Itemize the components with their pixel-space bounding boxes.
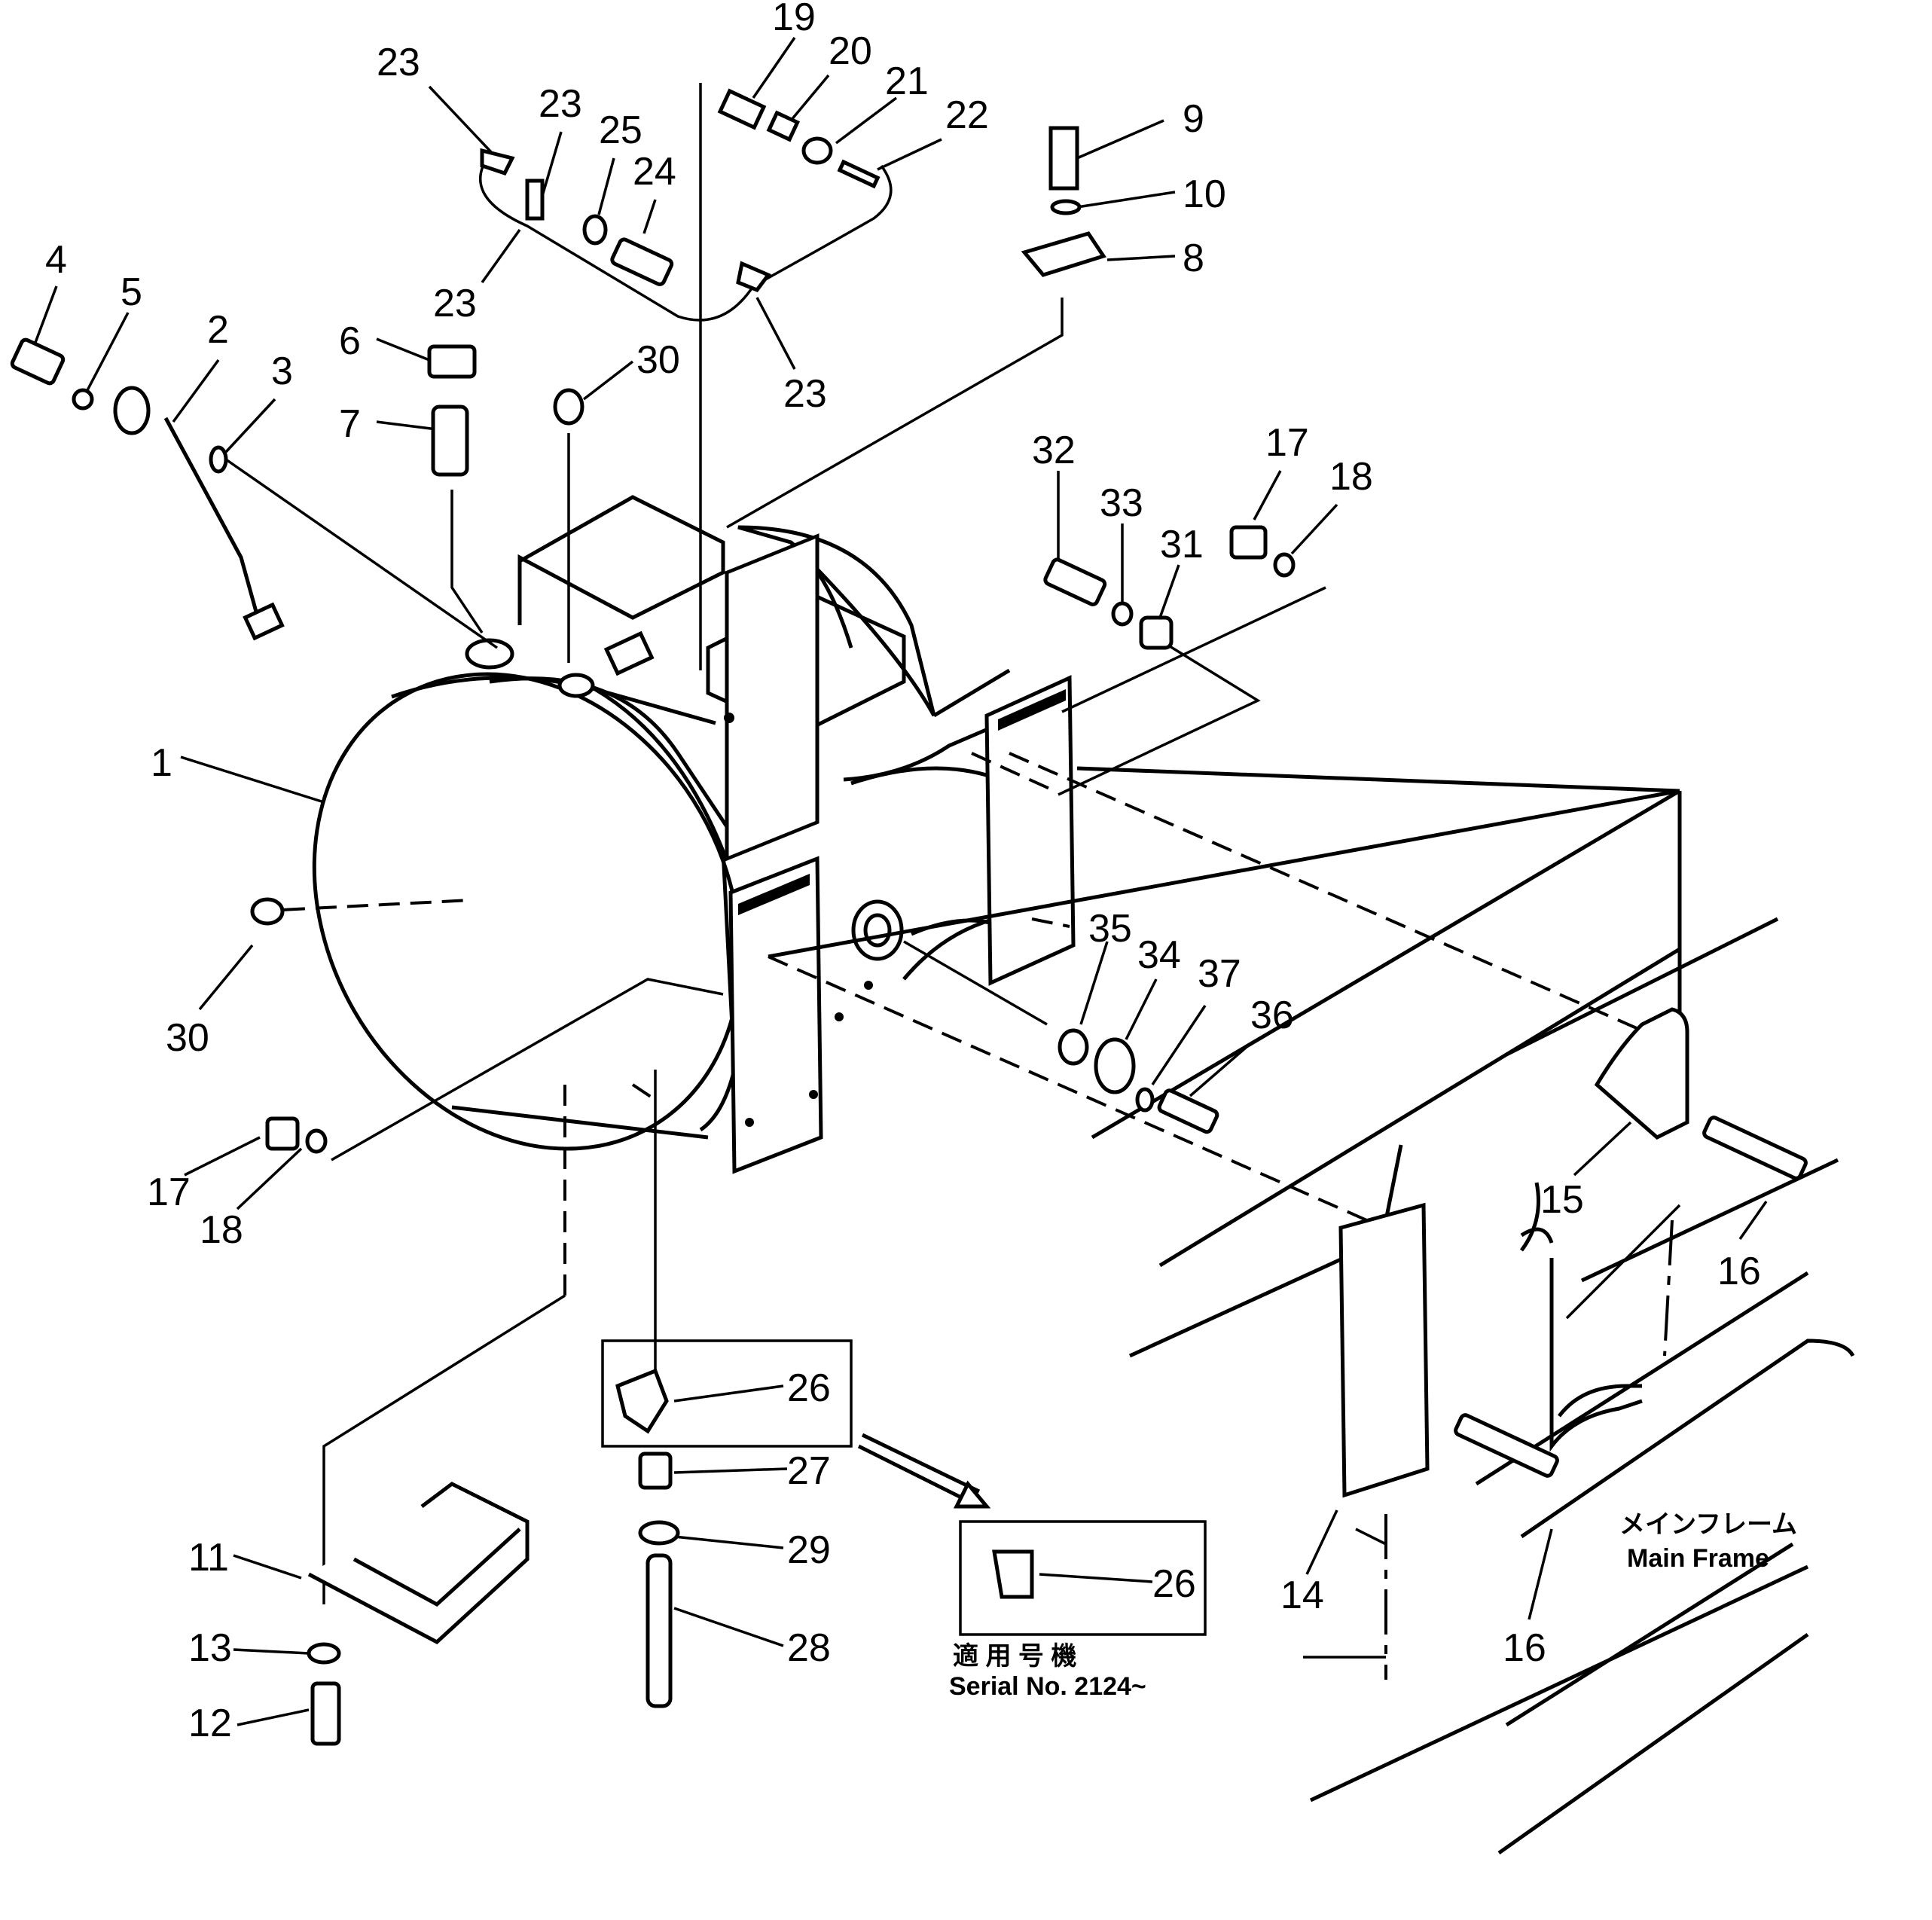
label-18a: 18 [1329,455,1373,499]
label-29: 29 [787,1528,831,1572]
label-23c: 23 [433,282,477,325]
tank-end-face [312,672,743,1151]
label-7: 7 [339,402,361,446]
leader-lines [10,37,1808,1746]
mount-plate-left [728,856,823,1174]
main-frame-jp: メインフレーム [1619,1510,1797,1539]
label-27: 27 [787,1449,831,1493]
serial-jp: 適 用 号 機 [953,1642,1076,1671]
captions: メインフレーム Main Frame 適 用 号 機 Serial No. 21… [949,1510,1797,1701]
label-17b: 17 [147,1171,191,1214]
label-18b: 18 [200,1208,243,1252]
label-16b: 16 [1503,1626,1546,1670]
label-26a: 26 [787,1366,831,1410]
drain-valve-inset [601,1339,853,1448]
label-13: 13 [188,1626,232,1670]
label-30b: 30 [166,1016,209,1060]
serial-inset [959,1520,1207,1636]
label-16a: 16 [1717,1250,1761,1293]
label-12: 12 [188,1702,232,1745]
label-21: 21 [885,60,929,103]
label-11: 11 [188,1536,229,1580]
bracket-15 [1594,1007,1689,1140]
label-36: 36 [1250,994,1294,1037]
main-frame-en: Main Frame [1627,1544,1769,1573]
label-22: 22 [945,93,989,137]
label-30a: 30 [636,338,680,382]
mount-plate-14 [1338,1202,1430,1498]
label-5: 5 [121,270,142,314]
label-26b: 26 [1152,1562,1196,1606]
label-33: 33 [1100,481,1143,525]
label-2: 2 [207,308,229,352]
fuel-tank [312,495,1076,1174]
label-4: 4 [45,238,67,282]
label-23b: 23 [539,82,582,126]
label-14: 14 [1280,1574,1324,1617]
label-17a: 17 [1265,421,1309,465]
main-frame [768,752,1855,1855]
label-20: 20 [829,29,872,73]
label-31: 31 [1160,523,1204,566]
label-9: 9 [1183,97,1204,141]
label-28: 28 [787,1626,831,1670]
label-6: 6 [339,319,361,363]
label-34: 34 [1137,933,1181,977]
label-23d: 23 [783,372,827,416]
label-35: 35 [1088,907,1132,951]
label-32: 32 [1032,429,1076,472]
label-8: 8 [1183,237,1204,280]
label-1: 1 [151,741,172,785]
label-15: 15 [1540,1178,1584,1222]
label-19: 19 [772,0,816,39]
mount-plate-front [725,533,819,862]
label-3: 3 [271,350,293,393]
label-10: 10 [1183,172,1226,216]
serial-en: Serial No. 2124~ [949,1672,1146,1701]
label-25: 25 [599,108,642,152]
part-labels: 1 2 3 4 5 6 7 8 9 10 11 12 13 14 15 16 1… [45,0,1761,1745]
label-37: 37 [1198,952,1241,996]
label-23a: 23 [377,41,420,84]
label-24: 24 [633,150,676,194]
